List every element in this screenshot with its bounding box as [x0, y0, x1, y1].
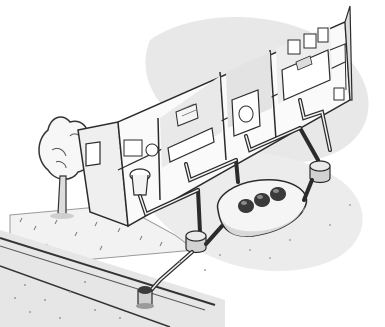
hydrant-icon	[136, 286, 154, 309]
